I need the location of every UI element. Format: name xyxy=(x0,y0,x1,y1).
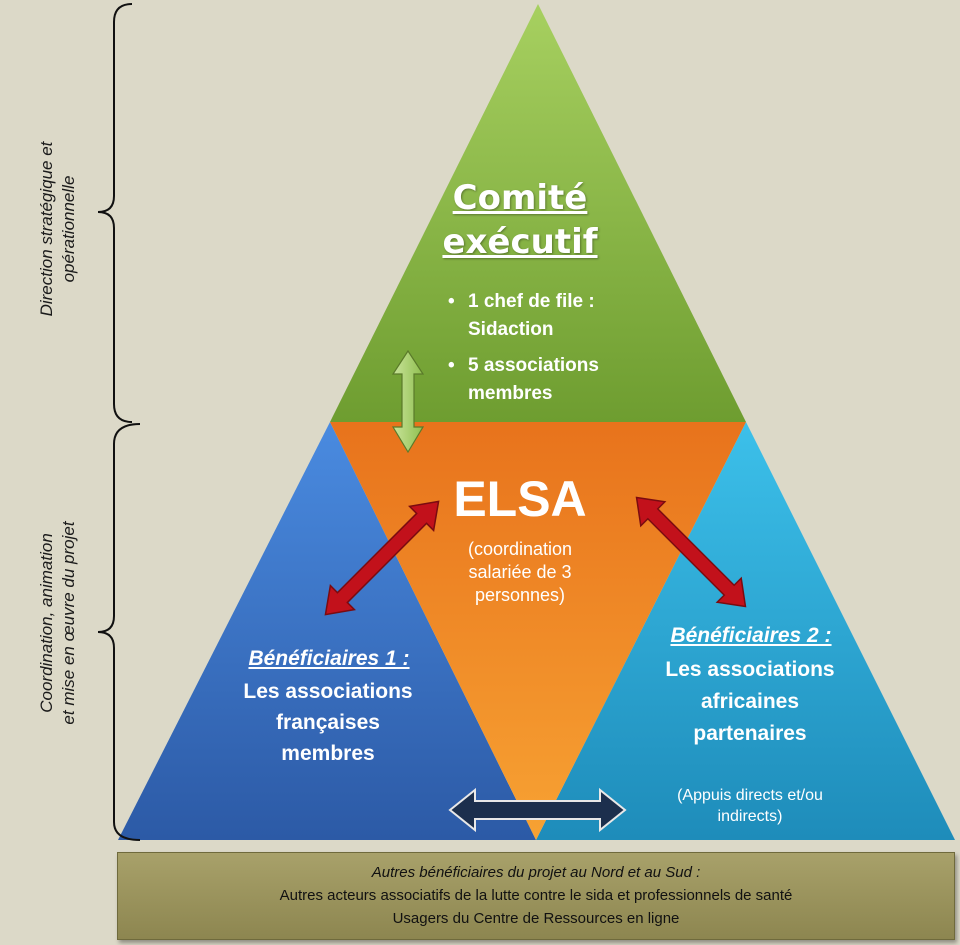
side-label-upper-line2: opérationnelle xyxy=(59,175,78,283)
comite-title-line1: Comité xyxy=(452,178,588,218)
red-double-arrow-right xyxy=(635,496,747,608)
beneficiaires-2-text: Les associations africaines partenaires xyxy=(665,658,835,745)
side-label-lower-line2: et mise en œuvre du projet xyxy=(59,521,78,725)
bullet-chef-de-file: 1 chef de file : Sidaction xyxy=(448,288,648,344)
other-beneficiaries-line2: Usagers du Centre de Ressources en ligne xyxy=(392,910,680,927)
upper-bracket xyxy=(97,3,133,423)
vertical-double-arrow xyxy=(391,349,425,454)
comite-executif-title: Comité exécutif xyxy=(420,176,620,264)
other-beneficiaries-box: Autres bénéficiaires du projet au Nord e… xyxy=(117,852,955,940)
comite-bullet-list: 1 chef de file : Sidaction 5 association… xyxy=(448,288,648,408)
left-blue-triangle xyxy=(118,422,536,840)
other-beneficiaries-title: Autres bénéficiaires du projet au Nord e… xyxy=(371,864,701,881)
bullet-associations-membres: 5 associations membres xyxy=(448,352,648,408)
beneficiaires-2-title: Bénéficiaires 2 : xyxy=(670,624,832,647)
beneficiaires-1-title: Bénéficiaires 1 : xyxy=(248,647,410,670)
side-label-lower: Coordination, animation et mise en œuvre… xyxy=(36,487,80,759)
side-label-upper-line1: Direction stratégique et xyxy=(37,141,56,317)
comite-title-line2: exécutif xyxy=(442,222,598,262)
side-label-upper: Direction stratégique et opérationnelle xyxy=(36,109,80,349)
other-beneficiaries-line1: Autres acteurs associatifs de la lutte c… xyxy=(279,887,793,904)
beneficiaires-1-text: Les associations françaises membres xyxy=(243,680,413,765)
red-double-arrow-left xyxy=(324,500,440,616)
beneficiaires-2-note: (Appuis directs et/ou indirects) xyxy=(677,787,823,825)
lower-bracket xyxy=(97,423,141,841)
elsa-description: (coordination salariée de 3 personnes) xyxy=(467,539,573,605)
side-label-lower-line1: Coordination, animation xyxy=(37,533,56,713)
horizontal-double-arrow xyxy=(448,787,627,833)
right-cyan-triangle xyxy=(536,422,955,840)
elsa-title: ELSA xyxy=(453,471,587,527)
